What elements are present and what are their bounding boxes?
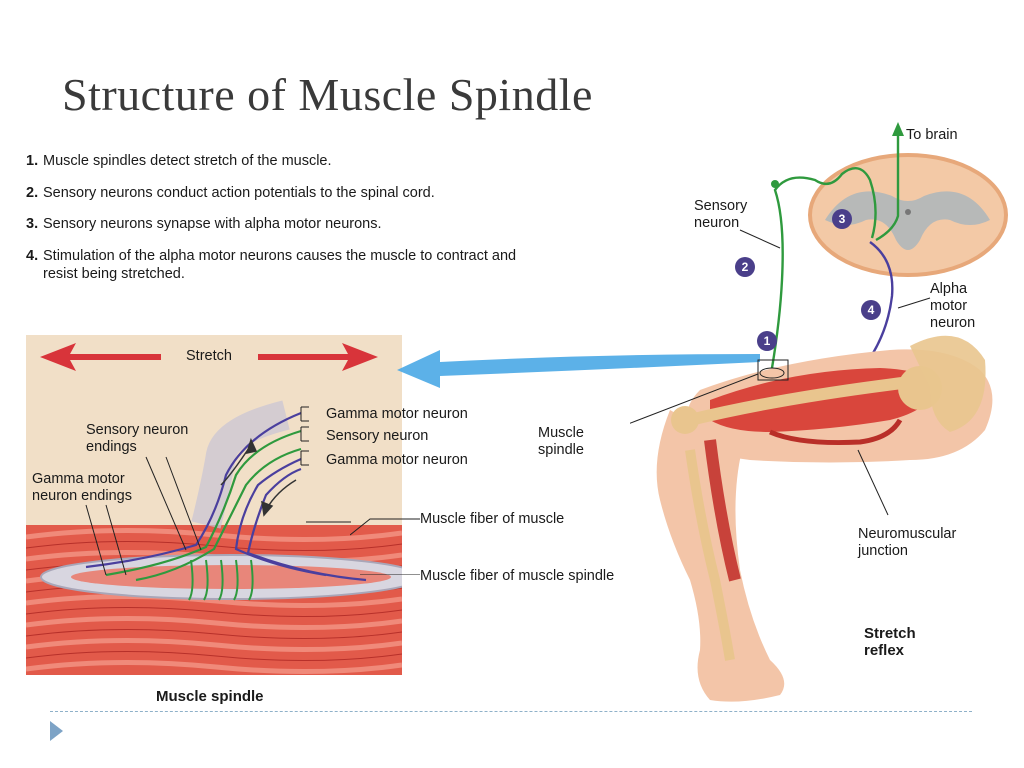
marker-4-text: 4 — [868, 303, 875, 317]
to-brain-label: To brain — [906, 127, 958, 143]
step-number: 3. — [26, 216, 39, 232]
stretch-arrow-left — [40, 343, 161, 371]
stretch-reflex-figure: 1 2 3 4 — [630, 122, 1008, 702]
step-text: Sensory neurons synapse with alpha motor… — [43, 216, 382, 232]
zoom-connector-arrow — [397, 350, 760, 388]
neuromuscular-junction-label: Neuromuscular junction — [858, 526, 957, 559]
stretch-reflex-label: Stretch reflex — [864, 625, 916, 659]
marker-3-text: 3 — [839, 212, 846, 226]
spinal-cord-section — [808, 153, 1008, 277]
step-text: Sensory neurons conduct action potential… — [43, 184, 435, 201]
gamma-motor-neuron-top-label: Gamma motor neuron — [326, 406, 468, 422]
step-markers — [735, 209, 881, 351]
muscle-fiber-of-spindle-label: Muscle fiber of muscle spindle — [420, 568, 615, 584]
to-brain-arrowhead — [892, 122, 904, 136]
muscle-spindle-panel: Stretch Sensory neuron endings Gamma mot… — [26, 335, 402, 675]
step-item: 2.Sensory neurons conduct action potenti… — [26, 184, 566, 202]
muscle-fiber-of-muscle-label: Muscle fiber of muscle — [420, 511, 565, 527]
stretch-arrows — [40, 343, 378, 371]
steps-list: 1.Muscle spindles detect stretch of the … — [26, 152, 566, 296]
marker-2-text: 2 — [742, 260, 749, 274]
stretch-arrow-right — [258, 343, 378, 371]
footer-divider — [50, 711, 972, 712]
step-item: 3.Sensory neurons synapse with alpha mot… — [26, 215, 566, 233]
marker-1-text: 1 — [764, 334, 771, 348]
reflex-sensory-neuron-label: Sensory neuron — [694, 198, 748, 231]
step-text: Stimulation of the alpha motor neurons c… — [43, 247, 517, 282]
next-slide-arrow-icon[interactable] — [50, 721, 63, 741]
step-item: 4.Stimulation of the alpha motor neurons… — [26, 247, 566, 283]
step-number: 1. — [26, 153, 39, 169]
gamma-motor-neuron-endings-label: Gamma motor neuron endings — [32, 471, 132, 504]
muscle-spindle-caption: Muscle spindle — [156, 688, 264, 705]
step-number: 4. — [26, 247, 39, 264]
marker-4 — [861, 300, 881, 320]
step-number: 2. — [26, 184, 39, 201]
reflex-muscle-spindle-label: Muscle spindle — [538, 425, 584, 458]
marker-2 — [735, 257, 755, 277]
stretch-label: Stretch — [186, 348, 232, 364]
sensory-neuron-label: Sensory neuron — [326, 428, 429, 444]
step-item: 1.Muscle spindles detect stretch of the … — [26, 152, 566, 170]
spindle-neurons — [85, 400, 367, 601]
marker-1 — [757, 331, 777, 351]
marker-3 — [832, 209, 852, 229]
leg-illustration — [656, 335, 993, 702]
gamma-motor-neuron-bottom-label: Gamma motor neuron — [326, 452, 468, 468]
slide-title: Structure of Muscle Spindle — [62, 69, 593, 120]
step-text: Muscle spindles detect stretch of the mu… — [43, 153, 332, 169]
alpha-motor-neuron-label: Alpha motor neuron — [930, 281, 976, 331]
fiber-leader-lines — [350, 518, 420, 575]
sensory-neuron-endings-label: Sensory neuron endings — [86, 422, 189, 455]
